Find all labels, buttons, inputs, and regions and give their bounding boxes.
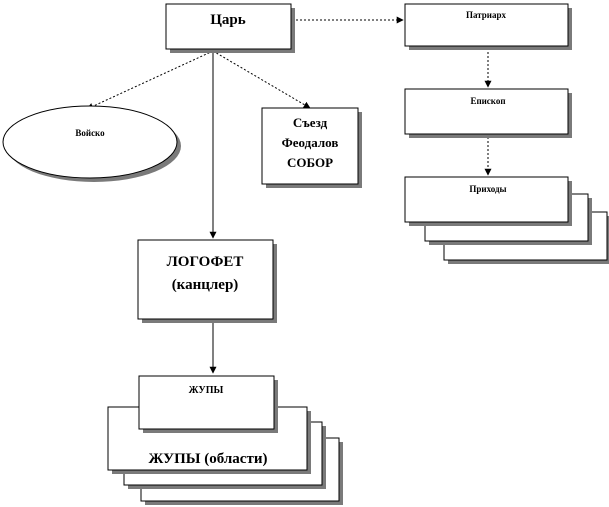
tsar-label: Царь [210,12,246,28]
parishes-label: Приходы [469,184,506,194]
zhupy-top-box [138,375,275,430]
patriarch-label: Патриарх [466,10,506,20]
node-army: Войско [2,105,181,182]
sobor-line-3: СОБОР [287,155,333,170]
node-logothete: ЛОГОФЕТ (канцлер) [137,239,277,323]
node-parishes: Приходы [404,176,609,264]
tsar-to-army-arrow [86,50,214,110]
logothete-line-2: (канцлер) [172,277,239,293]
parishes-stack-front [404,176,569,223]
zhupy-top-label: ЖУПЫ [189,385,224,396]
tsar-to-sobor-arrow [212,50,311,109]
sobor-line-2: Феодалов [282,135,339,150]
node-sobor: Съезд Феодалов СОБОР [261,107,362,188]
node-zhupy: ЖУПЫ (области) ЖУПЫ [107,375,343,505]
node-tsar: Царь [165,3,295,53]
bishop-label: Епископ [470,96,505,106]
sobor-line-1: Съезд [293,115,328,130]
zhupy-regions-label: ЖУПЫ (области) [149,451,268,467]
connectors [86,16,492,374]
logothete-line-1: ЛОГОФЕТ [167,254,244,270]
node-bishop: Епископ [404,88,572,138]
army-label: Войско [75,128,105,138]
node-patriarch: Патриарх [404,3,572,50]
